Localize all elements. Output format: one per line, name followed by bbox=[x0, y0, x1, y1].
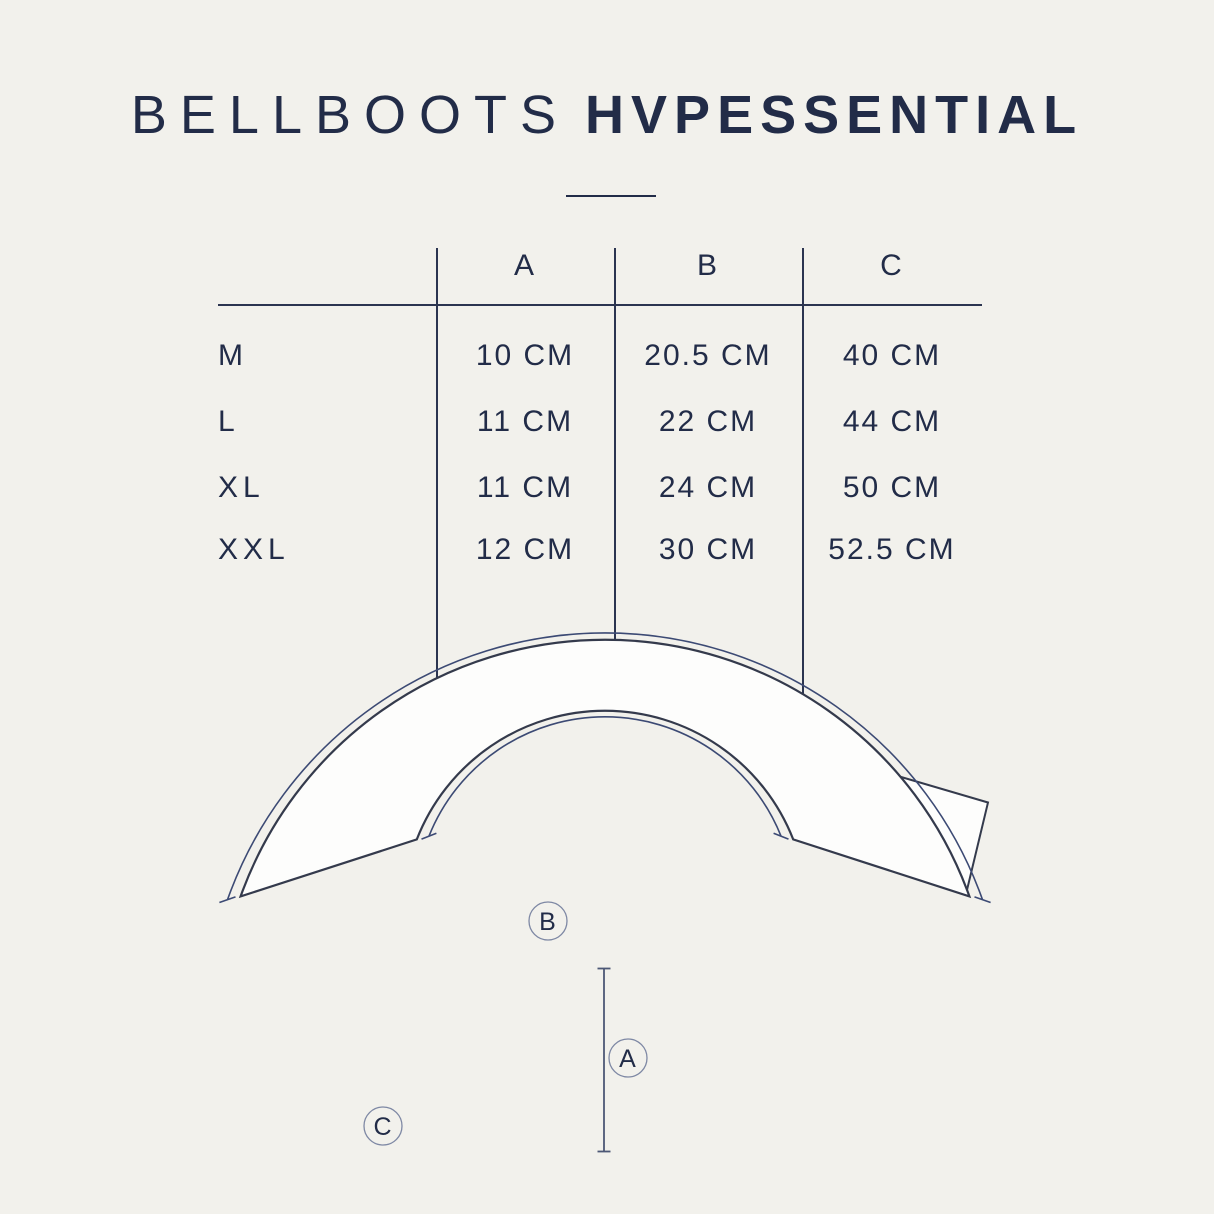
table-column-rule-3 bbox=[802, 248, 804, 706]
measure-tick-c-left bbox=[219, 896, 236, 904]
value-m-c: 40 CM bbox=[842, 339, 942, 372]
title-product-bold: HVPESSENTIAL bbox=[585, 85, 1084, 145]
value-xl-b: 24 CM bbox=[658, 471, 758, 504]
label-text-c: C bbox=[373, 1113, 392, 1141]
size-label-m: M bbox=[218, 339, 248, 372]
value-xl-a: 11 CM bbox=[476, 471, 574, 504]
measure-arc-c-line bbox=[226, 632, 984, 900]
measure-tick-b-left bbox=[421, 832, 437, 840]
value-l-a: 11 CM bbox=[476, 405, 574, 438]
measure-tick-c-right bbox=[974, 896, 991, 904]
label-text-b: B bbox=[539, 908, 557, 936]
label-circle-c bbox=[363, 1106, 403, 1146]
measure-arc-b-line bbox=[428, 716, 782, 837]
value-l-b: 22 CM bbox=[658, 405, 758, 438]
label-text-a: A bbox=[619, 1045, 637, 1073]
size-label-l: L bbox=[218, 405, 240, 438]
title-divider bbox=[566, 195, 656, 197]
value-xxl-a: 12 CM bbox=[475, 533, 575, 566]
column-header-c: C bbox=[880, 249, 904, 282]
title-brand-light: BELLBOOTS bbox=[130, 85, 570, 145]
size-label-xl: XL bbox=[218, 471, 265, 504]
table-header-rule bbox=[218, 304, 982, 306]
measure-line-a bbox=[597, 967, 611, 1153]
value-l-c: 44 CM bbox=[842, 405, 942, 438]
value-xl-c: 50 CM bbox=[842, 471, 942, 504]
label-circle-a bbox=[608, 1038, 648, 1078]
value-xxl-c: 52.5 CM bbox=[828, 533, 956, 566]
column-header-a: A bbox=[513, 249, 536, 282]
column-header-b: B bbox=[696, 249, 719, 282]
label-circle-b bbox=[528, 901, 568, 941]
boot-body-shape bbox=[238, 638, 972, 899]
measure-tick-b-right bbox=[773, 832, 789, 840]
measure-arc-c bbox=[219, 632, 991, 904]
value-xxl-b: 30 CM bbox=[658, 533, 758, 566]
value-m-b: 20.5 CM bbox=[644, 339, 772, 372]
measure-arc-b bbox=[421, 716, 789, 840]
size-label-xxl: XXL bbox=[218, 533, 290, 566]
table-column-rule-1 bbox=[436, 248, 438, 706]
table-column-rule-2 bbox=[614, 248, 616, 706]
value-m-a: 10 CM bbox=[475, 339, 575, 372]
